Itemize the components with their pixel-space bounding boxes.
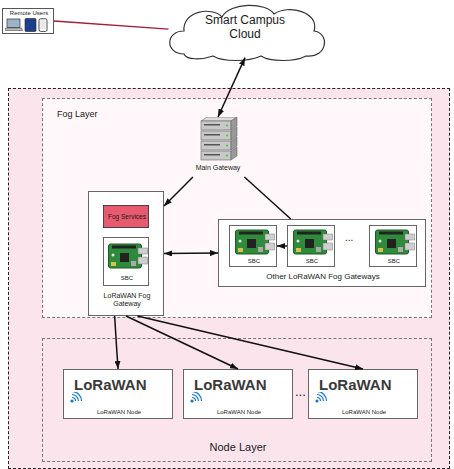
cloud-label: Smart Campus Cloud (198, 14, 292, 42)
sbc-label: SBC (230, 258, 278, 265)
layer-label: Node Layer (43, 441, 433, 454)
wave-symbol (190, 392, 201, 403)
service-box: Fog Services (103, 205, 149, 228)
ellipsis: ... (345, 232, 353, 244)
node-label: LoRaWAN Node (64, 409, 174, 416)
remote-users-box: Remote Users (2, 8, 54, 34)
gateway-label: LoRaWAN Fog Gateway (91, 292, 163, 308)
sbc-label: SBC (288, 258, 336, 265)
connector-line (164, 252, 218, 254)
connector-line (164, 177, 193, 206)
sbc-label: SBC (370, 258, 418, 265)
sbc-box: SBC (229, 225, 277, 267)
cloud-symbol (170, 5, 325, 60)
connector-line (137, 316, 363, 369)
wave-symbol (315, 392, 326, 403)
lorawan-node: LoRaWAN LoRaWAN Node (63, 369, 173, 419)
server-label: Main Gateway (185, 164, 251, 172)
wave-illustration (189, 392, 203, 404)
layer-box: Node LayerLoRaWANLoRaWAN NodeLoRaWANLoRa… (42, 338, 432, 462)
node-label: LoRaWAN Node (184, 409, 294, 416)
connector-line (277, 245, 287, 247)
connector-line (126, 316, 238, 369)
logo-text: LoRaWAN (319, 376, 415, 393)
layer-label: Fog Layer (57, 109, 147, 119)
box-label: Remote Users (3, 10, 55, 17)
gateway-group-box: Other LoRaWAN Fog Gateways SBC SBC SBC... (218, 219, 426, 287)
sbc-box: SBC (369, 225, 417, 267)
sbc-box: SBC (287, 225, 335, 267)
logo-text: LoRaWAN (194, 376, 290, 393)
gateway-box: LoRaWAN Fog Gateway Fog ServicesSBC (88, 191, 164, 316)
ellipsis: ... (295, 385, 306, 400)
pcb-illustration (293, 228, 333, 256)
connector-line (115, 316, 118, 369)
pcb-illustration (235, 228, 275, 256)
users-illustration (5, 18, 51, 32)
server-illustration (195, 117, 241, 161)
wave-symbol (70, 392, 81, 403)
sbc-box: SBC (103, 237, 149, 286)
cloud-shape: Smart Campus Cloud (160, 0, 330, 62)
lorawan-node: LoRaWAN LoRaWAN Node (183, 369, 293, 419)
connector-line (244, 177, 290, 219)
pcb-illustration (108, 242, 148, 270)
pcb-illustration (375, 228, 415, 256)
layer-box: Fog LayerMain GatewayLoRaWAN Fog Gateway… (42, 98, 432, 318)
node-label: LoRaWAN Node (309, 409, 419, 416)
pcb-symbol (376, 230, 415, 254)
logo-text: LoRaWAN (74, 376, 170, 393)
service-label: Fog Services (105, 213, 149, 220)
sbc-label: SBC (104, 275, 150, 282)
wave-illustration (314, 392, 328, 404)
pcb-symbol (109, 244, 148, 268)
pcb-symbol (236, 230, 275, 254)
pcb-symbol (294, 230, 333, 254)
server-symbol (201, 117, 237, 160)
group-label: Other LoRaWAN Fog Gateways (223, 272, 423, 281)
connector-line (218, 58, 245, 117)
connector-line (54, 21, 169, 29)
users-symbol (5, 19, 47, 32)
server-node: Main Gateway (185, 117, 251, 177)
wave-illustration (69, 392, 83, 404)
lorawan-node: LoRaWAN LoRaWAN Node (308, 369, 418, 419)
